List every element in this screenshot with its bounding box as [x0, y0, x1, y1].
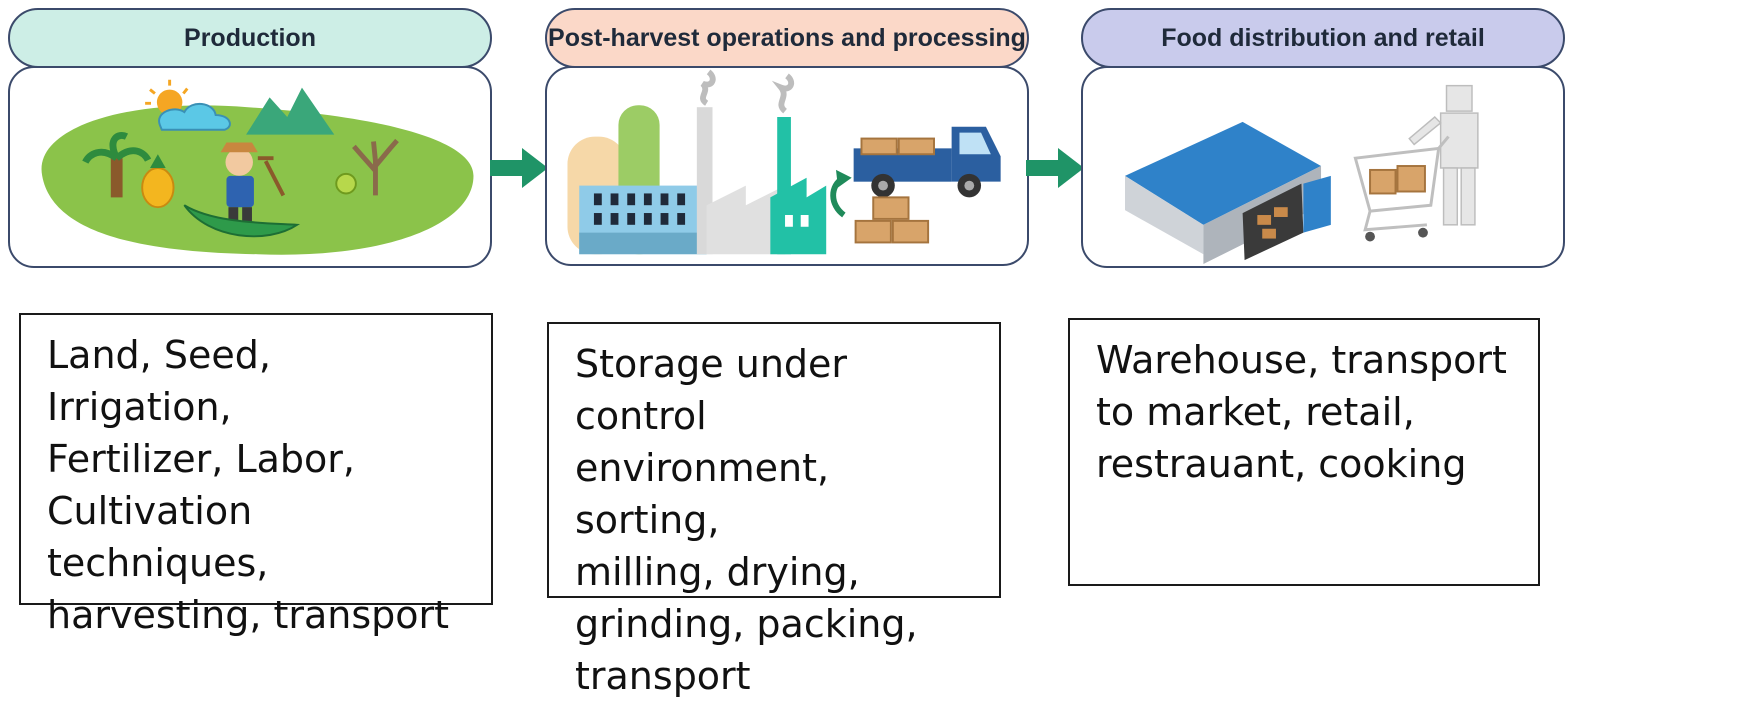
stage-title-post-harvest-text: Post-harvest operations and processing: [548, 23, 1026, 52]
description-distribution: Warehouse, transport to market, retail, …: [1068, 318, 1540, 586]
warehouse-icon: [1125, 84, 1479, 265]
factory-icon: [567, 69, 1001, 255]
stage-panel-post-harvest: [545, 66, 1029, 266]
stage-title-production-text: Production: [184, 23, 316, 52]
stage-title-distribution-text: Food distribution and retail: [1161, 23, 1485, 52]
stage-title-production: Production: [8, 8, 492, 68]
arrow-right-icon: [490, 148, 548, 188]
description-post-harvest: Storage under control environment, sorti…: [547, 322, 1001, 698]
stage-title-post-harvest: Post-harvest operations and processing: [545, 8, 1029, 68]
arrow-right-icon: [1026, 148, 1084, 188]
farm-scene-icon: [41, 79, 474, 255]
stage-title-distribution: Food distribution and retail: [1081, 8, 1565, 68]
stage-panel-production: [8, 66, 492, 268]
stage-panel-distribution: [1081, 66, 1565, 268]
description-production: Land, Seed, Irrigation, Fertilizer, Labo…: [19, 313, 493, 637]
